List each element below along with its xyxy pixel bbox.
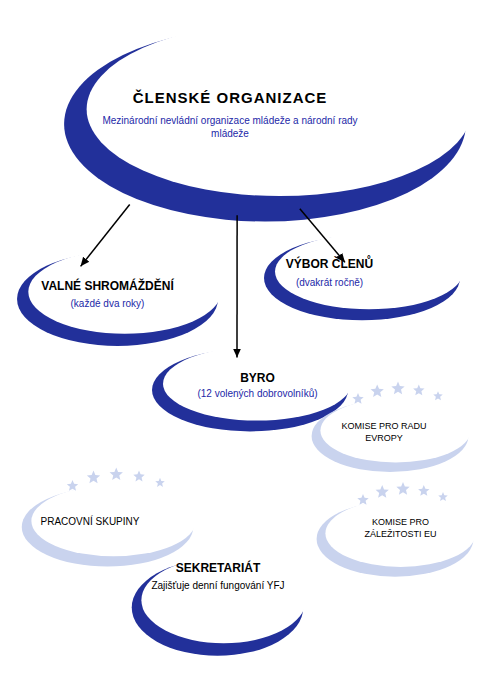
arrow-connector xyxy=(300,209,345,263)
unit-note: (každé dva roky) xyxy=(15,297,200,310)
swoosh-gap xyxy=(87,22,472,196)
unit-note: (12 volených dobrovolníků) xyxy=(170,387,345,400)
star-symbol xyxy=(391,382,404,395)
org-unit: PRACOVNÍ SKUPINY xyxy=(20,465,195,570)
star-symbol xyxy=(352,393,363,404)
star-symbol xyxy=(371,384,384,397)
org-unit: SEKRETARIÁT Zajišťuje denní fungování YFJ xyxy=(130,555,305,660)
arrow-connector xyxy=(236,215,238,357)
unit-title: ČLENSKÉ ORGANIZACE xyxy=(100,88,360,108)
unit-title: KOMISE PRO RADU EVROPY xyxy=(328,421,440,444)
star-symbol xyxy=(67,480,78,491)
unit-title: KOMISE PRO ZÁLEŽITOSTI EU xyxy=(343,517,458,540)
star-symbol xyxy=(133,471,144,482)
unit-note: Mezinárodní nevládní organizace mládeže … xyxy=(85,114,375,140)
unit-note: Zajišťuje denní fungování YFJ xyxy=(138,579,298,592)
unit-note: (dvakrát ročně) xyxy=(262,276,397,289)
swoosh-gap xyxy=(325,500,475,567)
star-symbol xyxy=(418,485,429,496)
unit-title: BYRO xyxy=(170,371,345,387)
unit-title: VÝBOR ČLENŮ xyxy=(262,257,397,273)
swoosh-gap xyxy=(275,234,463,309)
unit-title: SEKRETARIÁT xyxy=(138,561,298,577)
swoosh-gap xyxy=(320,399,470,463)
star-symbol xyxy=(87,471,100,484)
swoosh-gap xyxy=(163,347,351,421)
star-symbol xyxy=(155,478,165,487)
star-symbol xyxy=(413,384,424,395)
org-unit: VALNÉ SHROMÁŽDĚNÍ (každé dva roky) xyxy=(15,248,220,350)
org-unit: KOMISE PRO RADU EVROPY xyxy=(310,380,470,475)
star-symbol xyxy=(438,492,448,501)
unit-title: VALNÉ SHROMÁŽDĚNÍ xyxy=(15,279,200,295)
unit-title: PRACOVNÍ SKUPINY xyxy=(20,515,160,528)
org-unit: VÝBOR ČLENŮ (dvakrát ročně) xyxy=(262,232,462,324)
arrow-connector xyxy=(81,205,130,267)
org-unit: KOMISE PRO ZÁLEŽITOSTI EU xyxy=(315,480,475,580)
org-unit: ČLENSKÉ ORGANIZACE Mezinárodní nevládní o… xyxy=(60,18,470,230)
star-symbol xyxy=(433,391,443,400)
star-symbol xyxy=(376,485,389,498)
star-symbol xyxy=(357,494,368,505)
star-symbol xyxy=(396,482,409,495)
star-symbol xyxy=(110,467,123,480)
